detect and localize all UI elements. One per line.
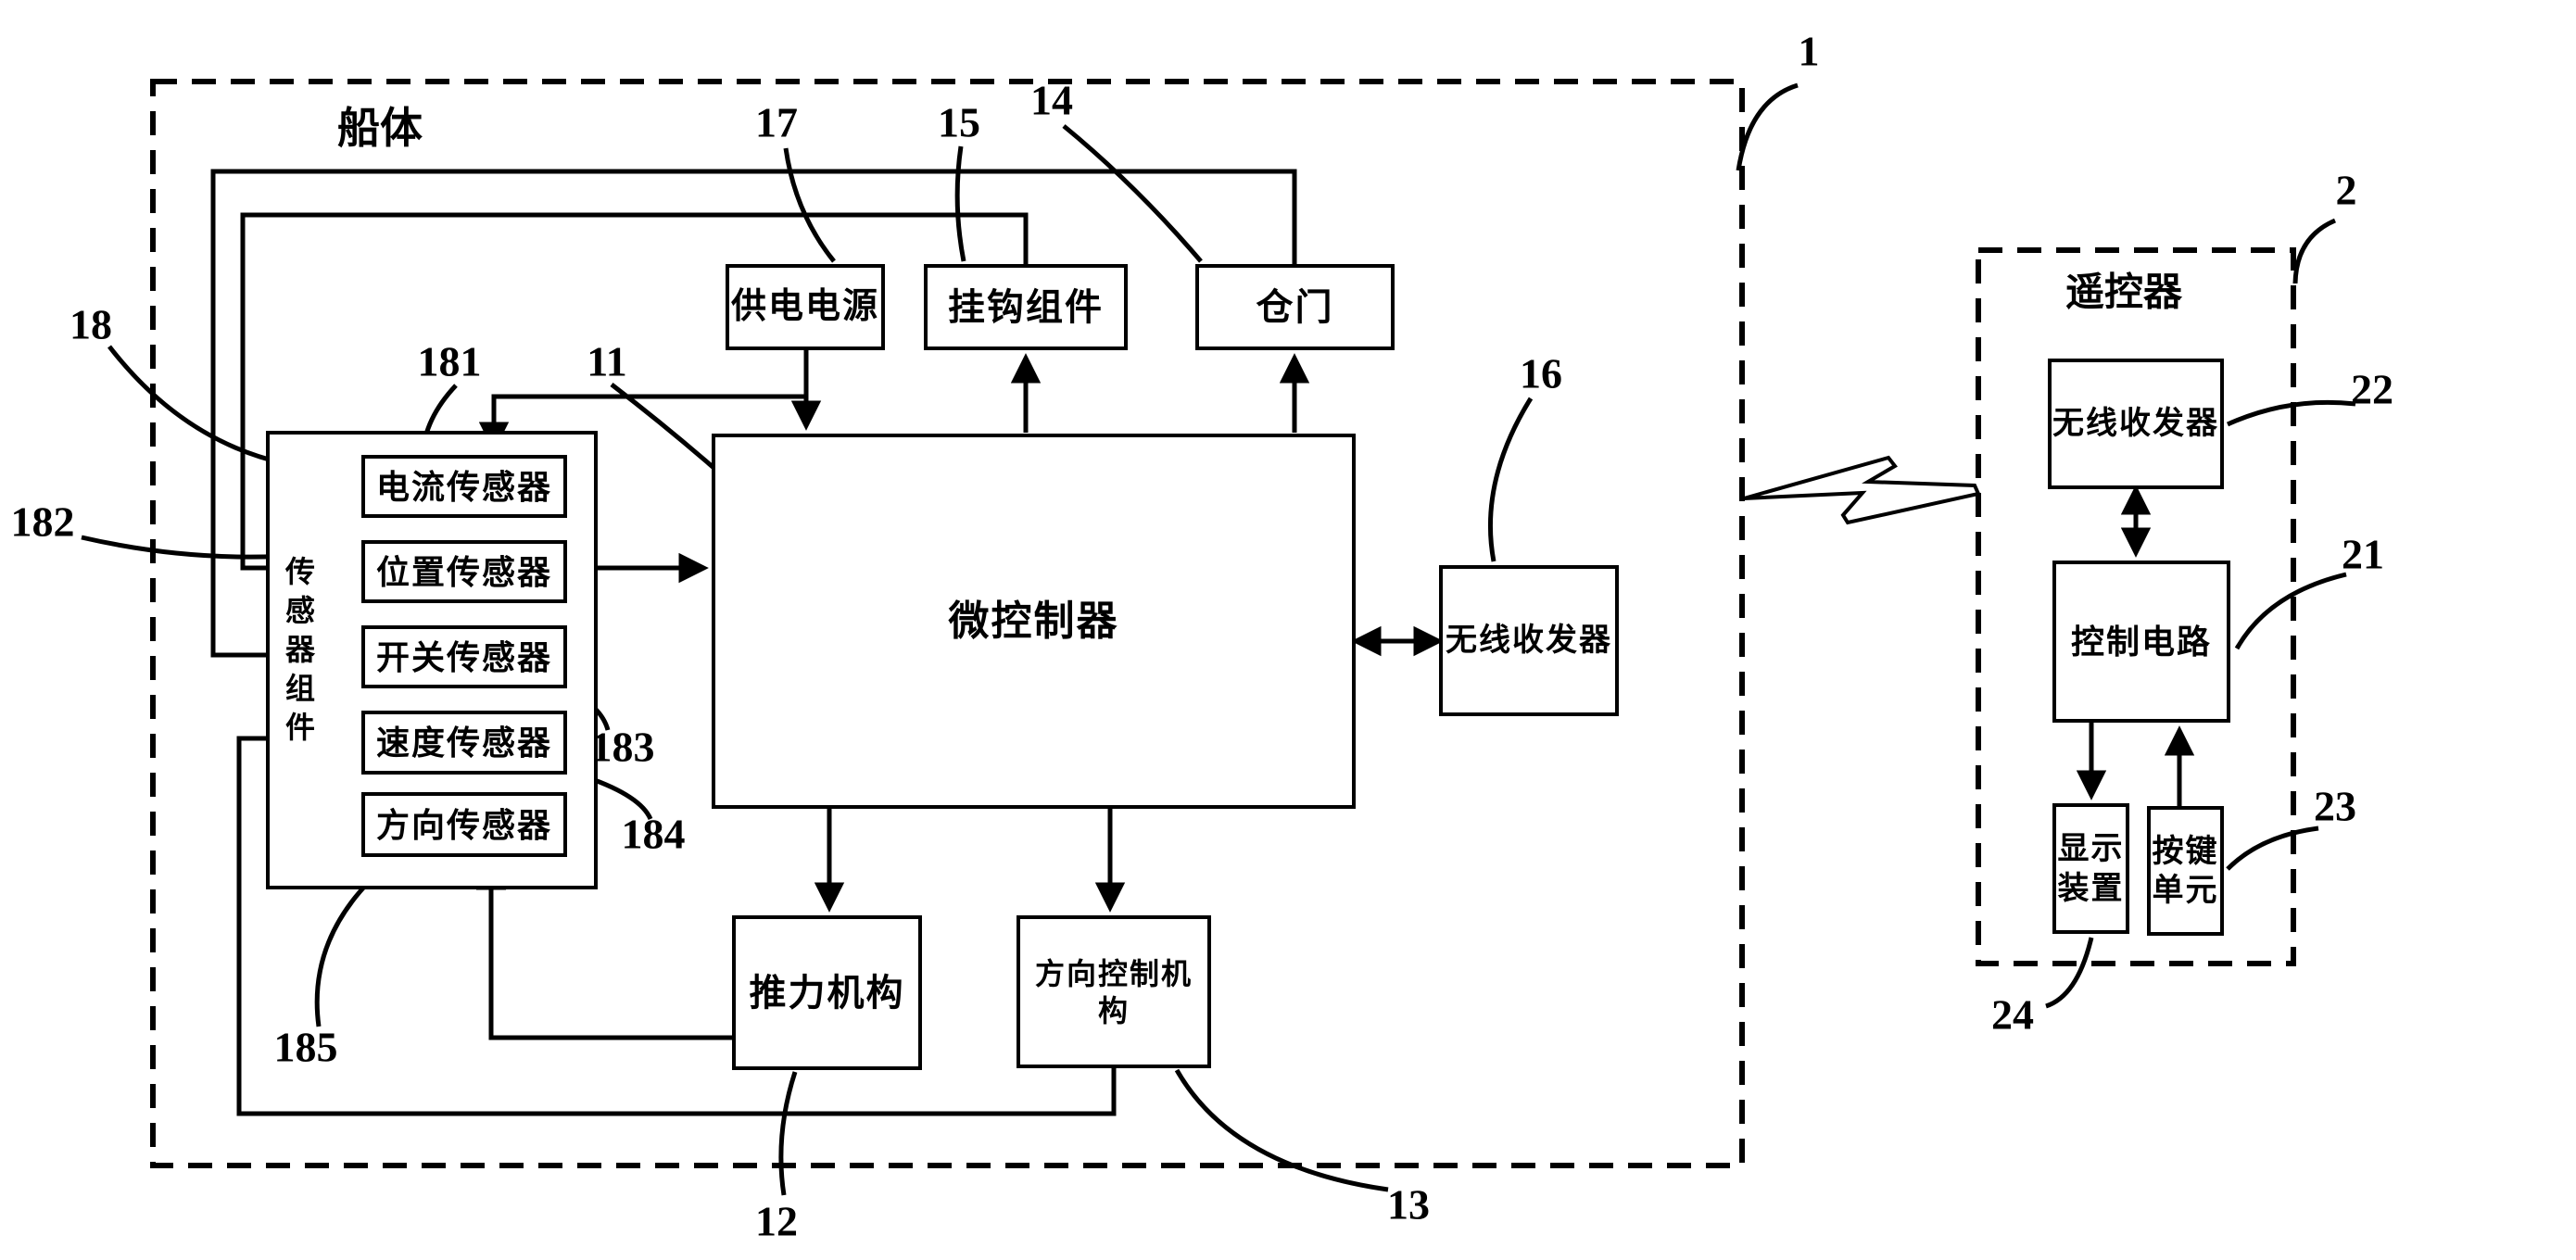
block-direction-sensor: 方向传感器: [361, 792, 567, 857]
block-remote-transceiver-label: 无线收发器: [2052, 406, 2219, 442]
block-thrust-mechanism: 推力机构: [732, 915, 922, 1070]
ref-185: 185: [273, 1023, 338, 1071]
block-direction-sensor-label: 方向传感器: [375, 805, 552, 844]
block-hull-transceiver-label: 无线收发器: [1446, 623, 1612, 659]
remote-connectors: [2076, 485, 2195, 806]
block-switch-sensor: 开关传感器: [361, 625, 567, 688]
ref-183: 183: [590, 723, 655, 771]
block-key-unit: 按键单元: [2147, 806, 2224, 936]
block-remote-transceiver: 无线收发器: [2048, 359, 2224, 489]
ref-18: 18: [69, 300, 112, 348]
block-speed-sensor-label: 速度传感器: [375, 724, 552, 762]
block-power-supply: 供电电源: [726, 264, 885, 350]
sensor-group-label: 传感器组件: [282, 556, 315, 750]
block-hook-assembly-label: 挂钩组件: [948, 286, 1104, 328]
hull-boundary: [150, 79, 1745, 1168]
block-speed-sensor: 速度传感器: [361, 711, 567, 775]
block-cabin-door: 仓门: [1195, 264, 1395, 350]
block-display-device-label: 显示装置: [2057, 831, 2125, 906]
ref-181: 181: [417, 337, 482, 385]
ref-184: 184: [621, 810, 686, 858]
block-position-sensor: 位置传感器: [361, 540, 567, 603]
remote-title: 遥控器: [2065, 270, 2183, 314]
block-steering-mechanism: 方向控制机构: [1017, 915, 1211, 1068]
ref-1: 1: [1798, 27, 1820, 75]
ref-11: 11: [587, 337, 627, 385]
ref-21: 21: [2342, 530, 2384, 578]
block-cabin-door-label: 仓门: [1256, 286, 1334, 328]
ref-17: 17: [755, 98, 798, 146]
ref-2: 2: [2335, 166, 2357, 214]
ref-13: 13: [1387, 1180, 1430, 1228]
block-switch-sensor-label: 开关传感器: [375, 637, 552, 676]
block-hull-transceiver: 无线收发器: [1439, 565, 1619, 716]
block-position-sensor-label: 位置传感器: [375, 552, 552, 591]
remote-boundary: [1976, 247, 2296, 966]
ref-15: 15: [938, 98, 980, 146]
ref-182: 182: [10, 498, 75, 546]
block-power-supply-label: 供电电源: [730, 286, 879, 326]
ref-23: 23: [2314, 782, 2356, 830]
ref-24: 24: [1991, 990, 2034, 1039]
hull-title: 船体: [337, 104, 423, 152]
block-current-sensor: 电流传感器: [361, 455, 567, 518]
ref-16: 16: [1520, 349, 1562, 397]
ref-14: 14: [1030, 76, 1073, 124]
block-microcontroller-label: 微控制器: [948, 598, 1119, 644]
ref-12: 12: [755, 1197, 798, 1245]
block-hook-assembly: 挂钩组件: [924, 264, 1128, 350]
block-display-device: 显示装置: [2052, 803, 2129, 934]
block-key-unit-label: 按键单元: [2152, 833, 2219, 909]
block-current-sensor-label: 电流传感器: [375, 467, 552, 506]
block-control-circuit: 控制电路: [2052, 561, 2230, 723]
block-control-circuit-label: 控制电路: [2070, 623, 2212, 661]
block-thrust-mechanism-label: 推力机构: [749, 972, 905, 1014]
block-microcontroller: 微控制器: [712, 434, 1356, 809]
ref-22: 22: [2351, 365, 2393, 413]
block-steering-mechanism-label: 方向控制机构: [1034, 956, 1193, 1027]
wireless-link-bolt-icon: [1743, 455, 1981, 525]
